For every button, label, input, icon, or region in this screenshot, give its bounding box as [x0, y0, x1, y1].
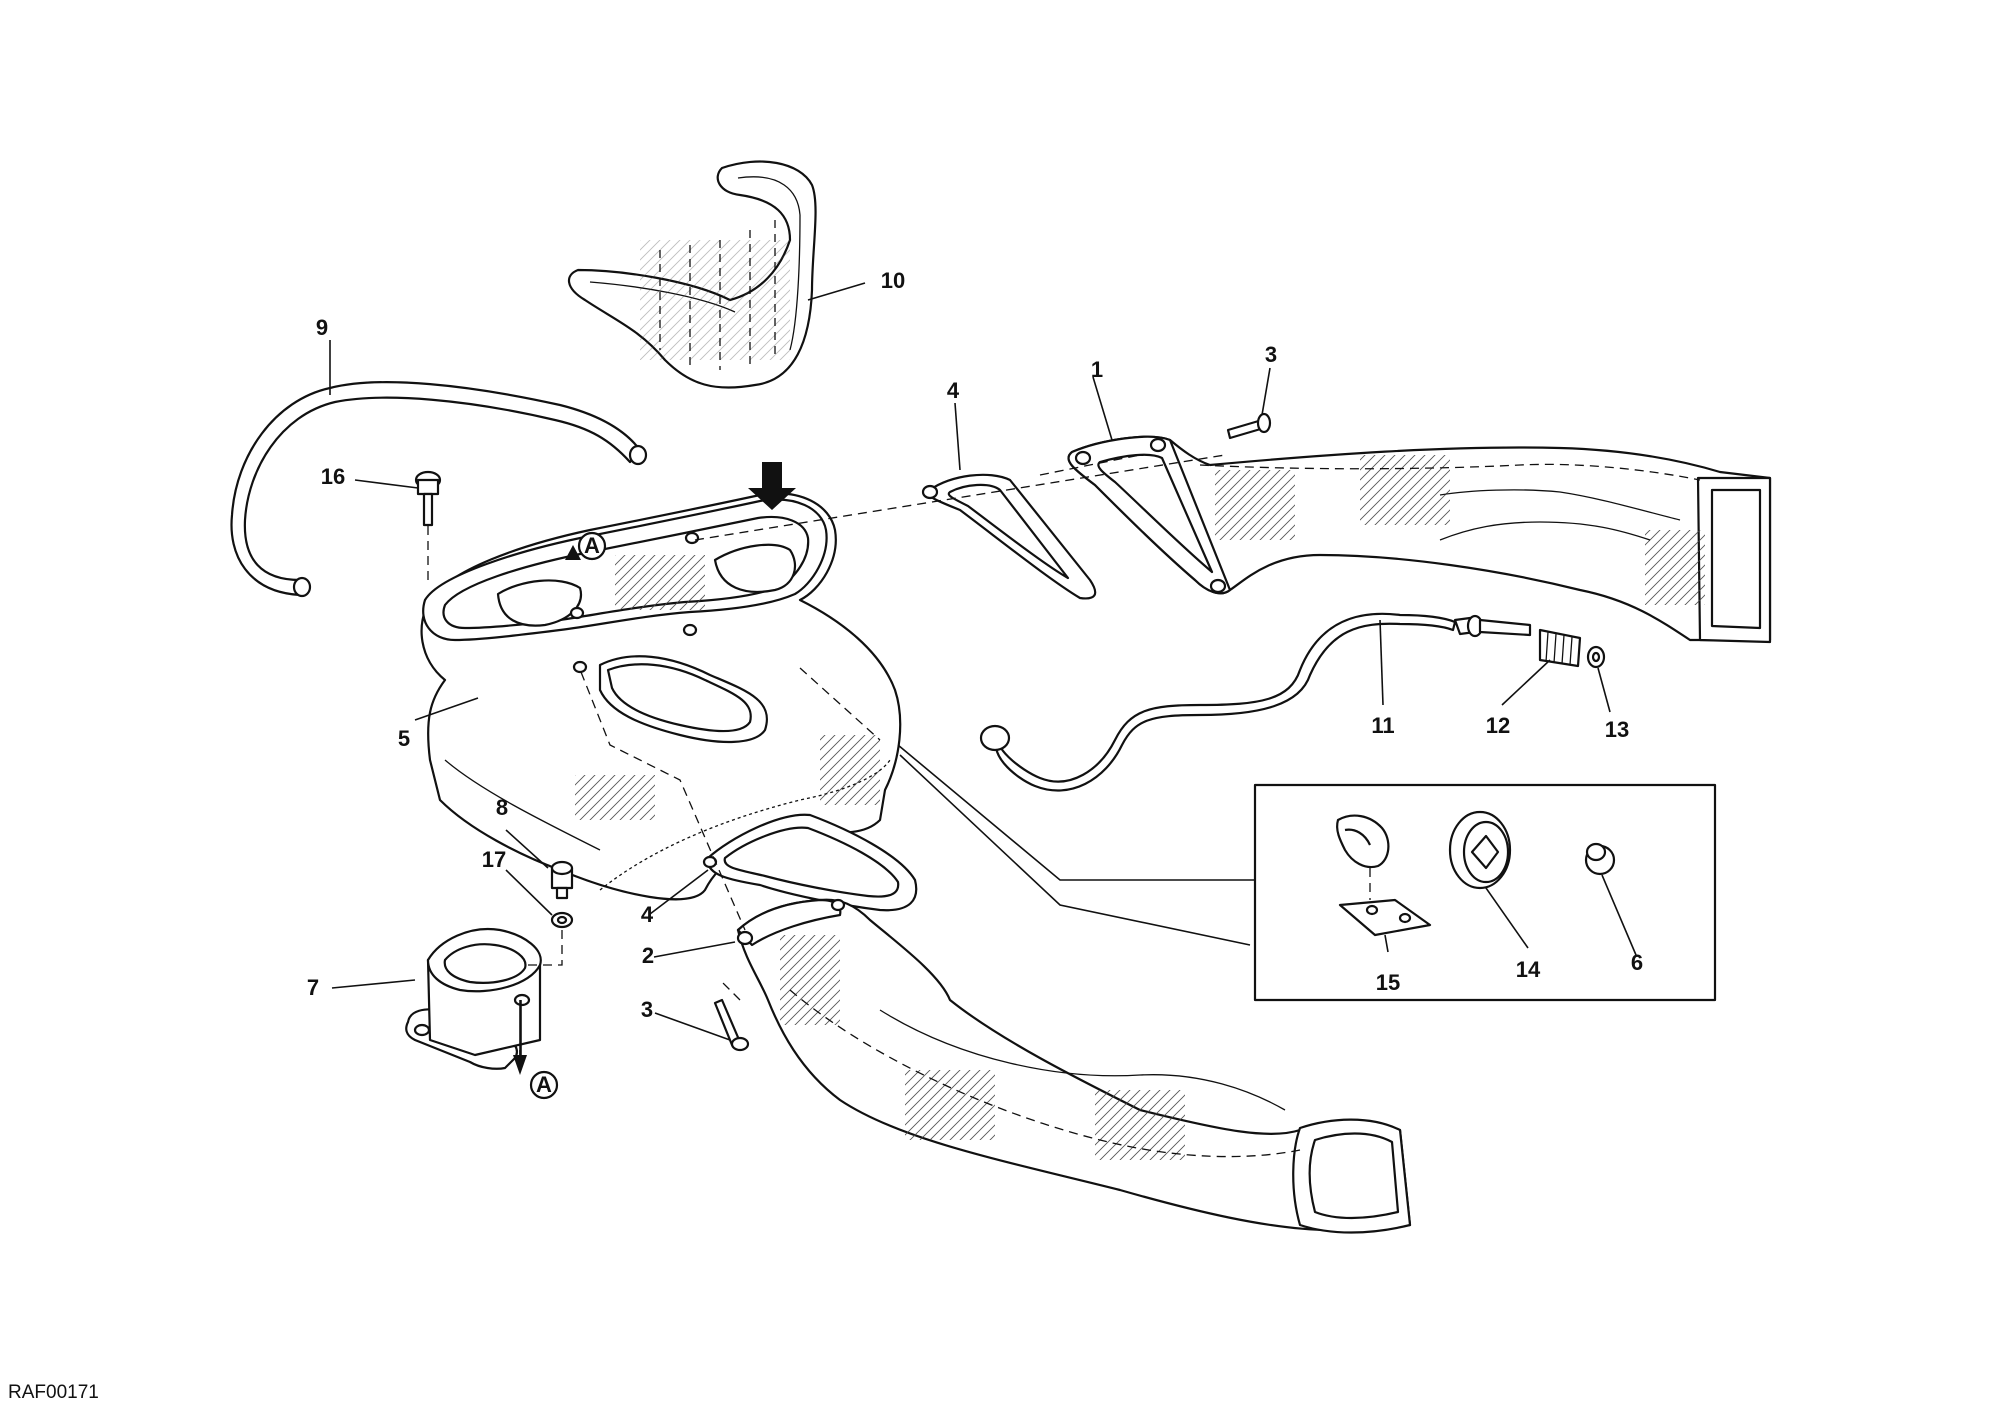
callout-12: 12	[1486, 713, 1510, 738]
grommet-14	[1448, 810, 1512, 890]
callout-labels: 1 3 4 10 9 16 5 11 12 13 4 2 3 8 17 7 15…	[307, 268, 1643, 1022]
callout-leaders	[329, 282, 1637, 1041]
ref-marker-a-top: A	[565, 531, 607, 561]
ref-marker-a-bottom: A	[513, 1000, 559, 1100]
screw-lower	[713, 998, 750, 1052]
callout-1: 1	[1091, 357, 1103, 382]
callout-6: 6	[1631, 950, 1643, 975]
callout-5: 5	[398, 726, 410, 751]
screw-upper	[1226, 412, 1272, 440]
callout-4: 4	[947, 378, 960, 403]
callout-9: 9	[316, 315, 328, 340]
callout-14: 14	[1516, 957, 1541, 982]
callout-3: 3	[1265, 342, 1277, 367]
callout-4-lower: 4	[641, 902, 654, 927]
callout-15: 15	[1376, 970, 1400, 995]
alignment-lines	[427, 454, 1255, 1068]
detail-inset	[1253, 783, 1717, 1002]
lower-intake-duct	[736, 898, 1412, 1234]
callout-17: 17	[482, 847, 506, 872]
clip-bracket-15	[1336, 814, 1432, 937]
callout-10: 10	[881, 268, 905, 293]
callout-8: 8	[496, 795, 508, 820]
cable-assembly	[979, 612, 1606, 792]
callout-11: 11	[1371, 713, 1394, 738]
callout-7: 7	[307, 975, 319, 1000]
callout-3-lower: 3	[641, 997, 653, 1022]
gasket-lower	[702, 813, 918, 912]
svg-text:A: A	[584, 533, 600, 558]
callout-2: 2	[642, 943, 654, 968]
upper-intake-duct	[1067, 435, 1772, 644]
washer-17	[550, 911, 574, 929]
callout-13: 13	[1605, 717, 1629, 742]
install-direction-arrow	[748, 462, 796, 510]
callout-16: 16	[321, 464, 345, 489]
screw-16	[414, 470, 442, 527]
intake-flange	[405, 927, 542, 1070]
gasket-upper	[921, 473, 1097, 600]
drawing-code: RAF00171	[8, 1382, 99, 1403]
air-filter-screen	[568, 160, 817, 389]
svg-text:A: A	[536, 1072, 552, 1097]
screw-8	[550, 860, 574, 900]
plug-6	[1584, 842, 1616, 876]
edge-strip	[230, 381, 648, 598]
